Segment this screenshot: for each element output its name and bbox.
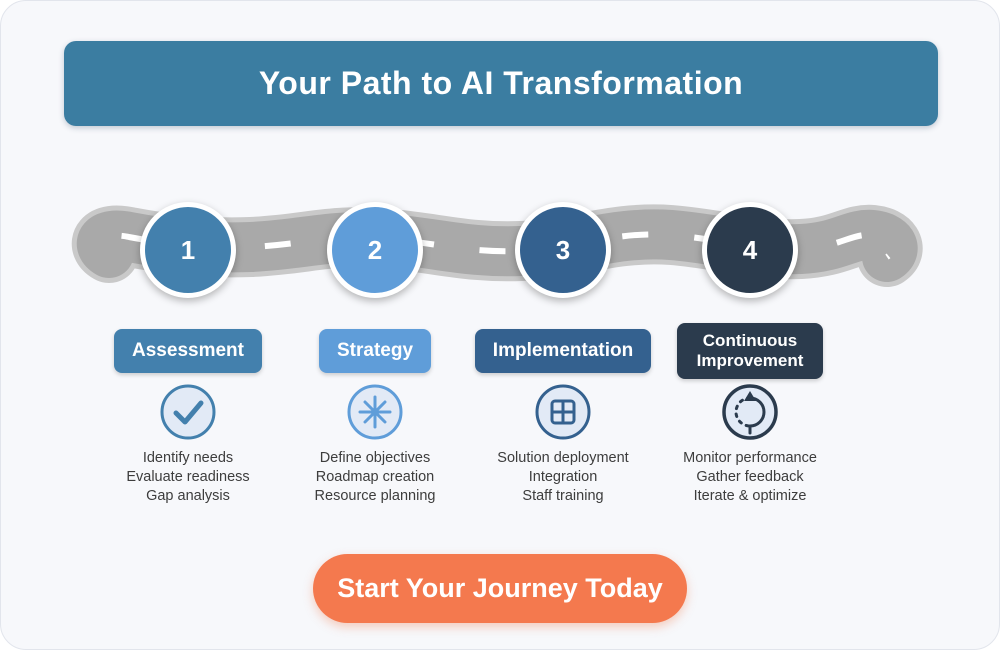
asterisk-icon (347, 384, 403, 440)
step-label: Implementation (492, 339, 634, 361)
step-label-pill: Strategy (318, 328, 432, 374)
cta-button[interactable]: Start Your Journey Today (313, 554, 687, 623)
step-detail-item: Monitor performance (683, 450, 817, 466)
step-number: 3 (555, 234, 571, 265)
step-number: 2 (367, 234, 383, 265)
page-title: Your Path to AI Transformation (258, 65, 744, 101)
step-detail-item: Solution deployment (497, 450, 629, 466)
step-detail-item: Roadmap creation (315, 469, 435, 485)
step-detail-item: Gap analysis (146, 488, 230, 504)
step-detail-item: Staff training (522, 488, 604, 504)
step-number-circle: 2 (327, 202, 423, 298)
step-details: Define objectives Roadmap creation Resou… (281, 449, 469, 506)
step-detail-item: Integration (528, 469, 598, 485)
cycle-icon (722, 384, 778, 440)
step-column-assessment: 1 Assessment Identify needs Evaluate rea… (94, 202, 282, 532)
step-detail-item: Evaluate readiness (126, 469, 250, 485)
step-detail-item: Define objectives (319, 450, 431, 466)
step-label-pill: Implementation (474, 328, 652, 374)
step-label: Strategy (336, 339, 414, 361)
step-number-circle: 4 (702, 202, 798, 298)
step-details: Solution deployment Integration Staff tr… (469, 449, 657, 506)
step-details: Monitor performance Gather feedback Iter… (656, 449, 844, 506)
step-label: Continuous Improvement (696, 330, 804, 370)
step-number: 4 (742, 234, 758, 265)
step-column-continuous-improvement: 4 Continuous Improvement Monitor perform… (656, 202, 844, 532)
check-icon (160, 384, 216, 440)
step-column-implementation: 3 Implementation Solution deployment Int… (469, 202, 657, 532)
step-detail-item: Gather feedback (696, 469, 804, 485)
title-banner: Your Path to AI Transformation (64, 41, 938, 126)
step-number: 1 (180, 234, 196, 265)
step-detail-item: Iterate & optimize (693, 488, 807, 504)
step-detail-item: Identify needs (142, 450, 234, 466)
step-detail-item: Resource planning (314, 488, 436, 504)
step-column-strategy: 2 Strategy Define objectives Roadmap cre… (281, 202, 469, 532)
step-label: Assessment (132, 339, 244, 361)
grid-icon (535, 384, 591, 440)
step-number-circle: 3 (515, 202, 611, 298)
step-label-pill: Continuous Improvement (677, 322, 823, 380)
step-label-pill: Assessment (114, 328, 262, 374)
step-details: Identify needs Evaluate readiness Gap an… (94, 449, 282, 506)
step-number-circle: 1 (140, 202, 236, 298)
